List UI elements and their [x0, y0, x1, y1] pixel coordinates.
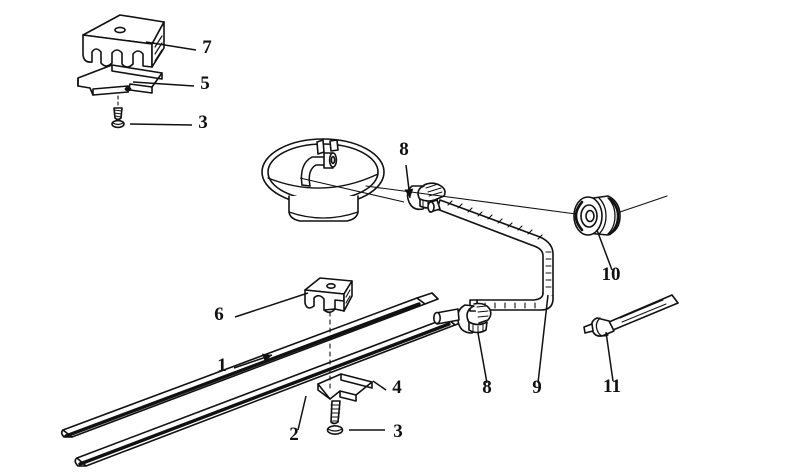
callout-11: 11 — [603, 376, 621, 397]
leader-1 — [233, 353, 273, 369]
leader-lines — [129, 41, 614, 431]
leader-bowl-clip — [299, 177, 405, 203]
callout-7: 7 — [202, 37, 212, 58]
part-fuel-line-upper — [60, 292, 439, 438]
leader-3a — [129, 123, 193, 126]
part-screw-lower — [326, 400, 344, 435]
leader-7 — [145, 41, 197, 51]
part-fuel-line-lower — [74, 312, 469, 467]
leader-2 — [297, 395, 307, 431]
part-screw-upper — [111, 95, 125, 129]
part-clamp-block-large — [82, 14, 165, 68]
leader-8a — [404, 164, 414, 199]
callout-8a: 8 — [399, 139, 409, 160]
callout-3a: 3 — [198, 112, 208, 133]
callout-6: 6 — [214, 304, 224, 325]
leader-9 — [537, 294, 549, 384]
leader-5 — [132, 81, 195, 87]
leader-4 — [372, 380, 387, 391]
leader-6 — [234, 292, 309, 318]
part-bent-hose — [427, 199, 554, 312]
part-hose-stub — [432, 308, 460, 325]
callout-labels: 1 2 3 3 4 5 6 7 8 8 9 10 11 — [198, 37, 621, 445]
callout-4: 4 — [392, 377, 402, 398]
leader-bowl-to-grommet — [365, 185, 577, 215]
part-fuel-bowl-funnel — [261, 138, 385, 222]
callout-1: 1 — [217, 355, 227, 376]
part-pin-rod — [583, 294, 679, 337]
part-clamp-block-small — [304, 277, 353, 390]
callout-2: 2 — [289, 424, 299, 445]
part-grommet — [573, 195, 621, 236]
leader-11 — [605, 331, 614, 382]
callout-5: 5 — [200, 73, 210, 94]
callout-10: 10 — [602, 264, 621, 285]
part-mounting-plate — [77, 64, 163, 96]
leader-10 — [596, 229, 613, 271]
part-hose-clip-lower — [456, 302, 492, 334]
callout-3b: 3 — [393, 421, 403, 442]
callout-8b: 8 — [482, 377, 492, 398]
callout-9: 9 — [532, 377, 542, 398]
leader-grommet-right — [619, 195, 668, 213]
part-bracket — [317, 373, 373, 402]
leader-8b — [477, 332, 488, 384]
